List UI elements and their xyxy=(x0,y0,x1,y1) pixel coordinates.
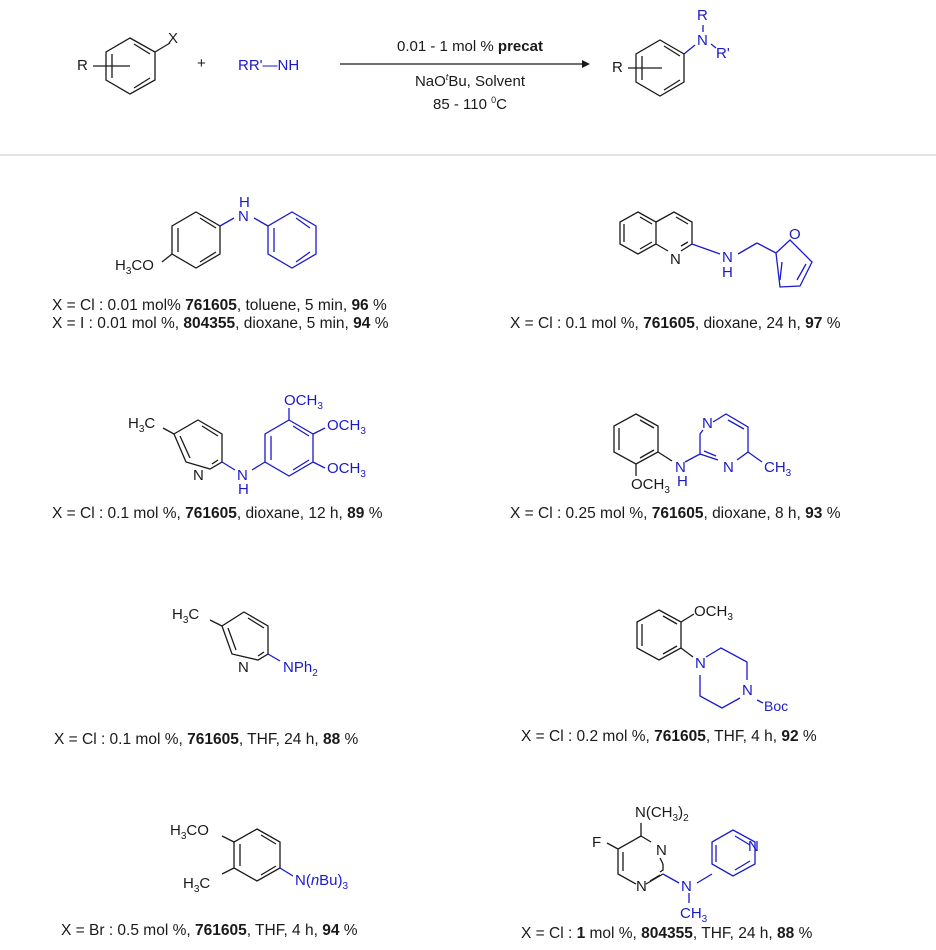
ex3-trimethoxyphenyl xyxy=(221,408,326,477)
ex5-h3c: H3C xyxy=(172,606,200,626)
product-ring xyxy=(628,39,685,97)
ex8-nme-n: N xyxy=(681,878,692,895)
ex3-ome-bottom: OCH3 xyxy=(327,460,366,480)
aryl-halide-ring xyxy=(93,37,171,95)
ex8-caption: X = Cl : 1 mol %, 804355, THF, 24 h, 88 … xyxy=(521,925,813,942)
ex6-n4: N xyxy=(742,682,753,699)
ex6-boc: Boc xyxy=(764,698,789,714)
ex1-caption-cl: X = Cl : 0.01 mol% 761605, toluene, 5 mi… xyxy=(52,297,387,314)
ex4-ome: OCH3 xyxy=(631,476,670,496)
ex2-caption: X = Cl : 0.1 mol %, 761605, dioxane, 24 … xyxy=(510,315,841,332)
ex8-n3: N xyxy=(656,842,667,859)
conditions-above-arrow: 0.01 - 1 mol % precat xyxy=(397,38,543,55)
plus-sign: + xyxy=(197,55,206,72)
ex3-caption: X = Cl : 0.1 mol %, 761605, dioxane, 12 … xyxy=(52,505,383,522)
ex1-anisole-ring xyxy=(161,211,221,269)
ex4-nh-n: N xyxy=(675,459,686,476)
amine-label: RR'—NH xyxy=(238,57,300,74)
reactant-r-label: R xyxy=(77,57,88,74)
ex1-nh-h: H xyxy=(239,194,250,211)
ex3-pyridine xyxy=(162,419,223,470)
ex8-pyridyl xyxy=(662,829,756,903)
header-separator xyxy=(0,154,936,156)
ex4-ch3: CH3 xyxy=(764,459,792,479)
product-r-prime: R' xyxy=(716,45,730,62)
ex8-pyrimidine xyxy=(606,823,664,885)
ex8-n1: N xyxy=(636,878,647,895)
ex8-py-n: N xyxy=(748,838,759,855)
ex4-nh-h: H xyxy=(677,473,688,490)
ex3-h3c: H3C xyxy=(128,415,156,435)
ex7-caption: X = Br : 0.5 mol %, 761605, THF, 4 h, 94… xyxy=(61,922,358,939)
ex7-ring xyxy=(221,828,281,882)
ex6-anisole xyxy=(636,609,695,661)
ex6-ome: OCH3 xyxy=(694,603,733,623)
ex8-f: F xyxy=(592,834,602,851)
ex1-h3co: H3CO xyxy=(115,257,154,277)
ex2-nh-h: H xyxy=(722,264,733,281)
ex2-furfurylamine xyxy=(691,239,813,288)
ex8-nme2: N(CH3)2 xyxy=(635,804,689,824)
ex7-nbu: N(nBu)3 xyxy=(295,872,349,892)
ex3-nh-h: H xyxy=(238,481,249,498)
ex2-ring-n: N xyxy=(670,251,681,268)
ex4-n1: N xyxy=(702,415,713,432)
ex1-phenyl-ring xyxy=(219,211,317,269)
ex6-caption: X = Cl : 0.2 mol %, 761605, THF, 4 h, 92… xyxy=(521,728,817,745)
product-r-label: R xyxy=(612,59,623,76)
ex3-ome-top: OCH3 xyxy=(284,392,323,412)
ex7-h3co: H3CO xyxy=(170,822,209,842)
ex5-pyridine xyxy=(209,611,269,661)
ex5-ring-n: N xyxy=(238,659,249,676)
reactant-x-label: X xyxy=(168,30,179,47)
ex6-n1: N xyxy=(695,655,706,672)
product-n: N xyxy=(697,32,708,49)
ex4-anisole xyxy=(613,413,673,476)
ex2-nh-n: N xyxy=(722,249,733,266)
ex5-caption: X = Cl : 0.1 mol %, 761605, THF, 24 h, 8… xyxy=(54,731,359,748)
ex1-caption-i: X = I : 0.01 mol %, 804355, dioxane, 5 m… xyxy=(52,315,389,332)
ex3-ome-mid: OCH3 xyxy=(327,417,366,437)
ex2-furan-o: O xyxy=(789,226,801,243)
ex3-nh-n: N xyxy=(237,467,248,484)
ex3-ring-n: N xyxy=(193,467,204,484)
ex7-h3c: H3C xyxy=(183,875,211,895)
ex8-nme-ch3: CH3 xyxy=(680,905,708,925)
ex4-caption: X = Cl : 0.25 mol %, 761605, dioxane, 8 … xyxy=(510,505,841,522)
ex6-piperazine xyxy=(699,647,764,709)
ex4-n3: N xyxy=(723,459,734,476)
conditions-temperature: 85 - 110 0C xyxy=(433,95,507,113)
product-r-top: R xyxy=(697,7,708,24)
ex5-nph2: NPh2 xyxy=(283,659,318,679)
conditions-base-solvent: NaOtBu, Solvent xyxy=(414,72,526,90)
ex1-nh-n: N xyxy=(238,208,249,225)
ex4-pyrimidine xyxy=(684,413,763,463)
ex2-quinoline xyxy=(619,211,693,255)
